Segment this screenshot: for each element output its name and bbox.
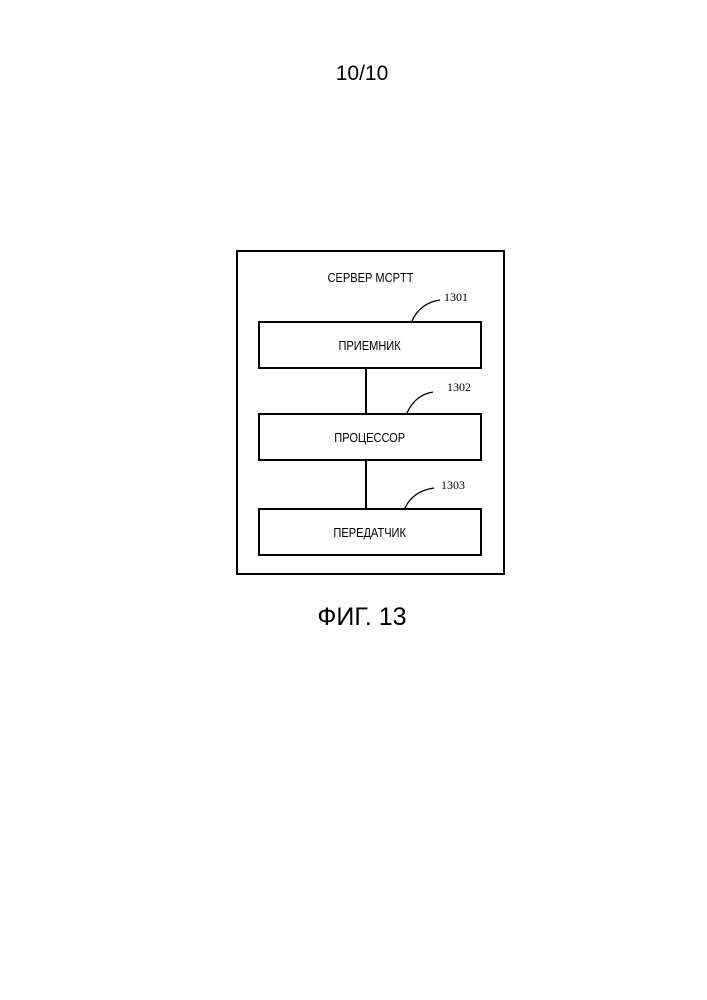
transmitter-label: ПЕРЕДАТЧИК bbox=[334, 525, 407, 540]
receiver-block: ПРИЕМНИК bbox=[258, 321, 482, 369]
processor-ref-number: 1302 bbox=[447, 380, 471, 395]
leader-1303 bbox=[405, 488, 434, 508]
figure-caption: ФИГ. 13 bbox=[0, 603, 707, 632]
leader-1302 bbox=[407, 392, 433, 413]
receiver-label: ПРИЕМНИК bbox=[339, 338, 401, 353]
processor-label: ПРОЦЕССОР bbox=[335, 430, 406, 445]
receiver-ref-number: 1301 bbox=[444, 290, 468, 305]
transmitter-block: ПЕРЕДАТЧИК bbox=[258, 508, 482, 556]
leader-1301 bbox=[412, 300, 440, 321]
transmitter-ref-number: 1303 bbox=[441, 478, 465, 493]
processor-block: ПРОЦЕССОР bbox=[258, 413, 482, 461]
